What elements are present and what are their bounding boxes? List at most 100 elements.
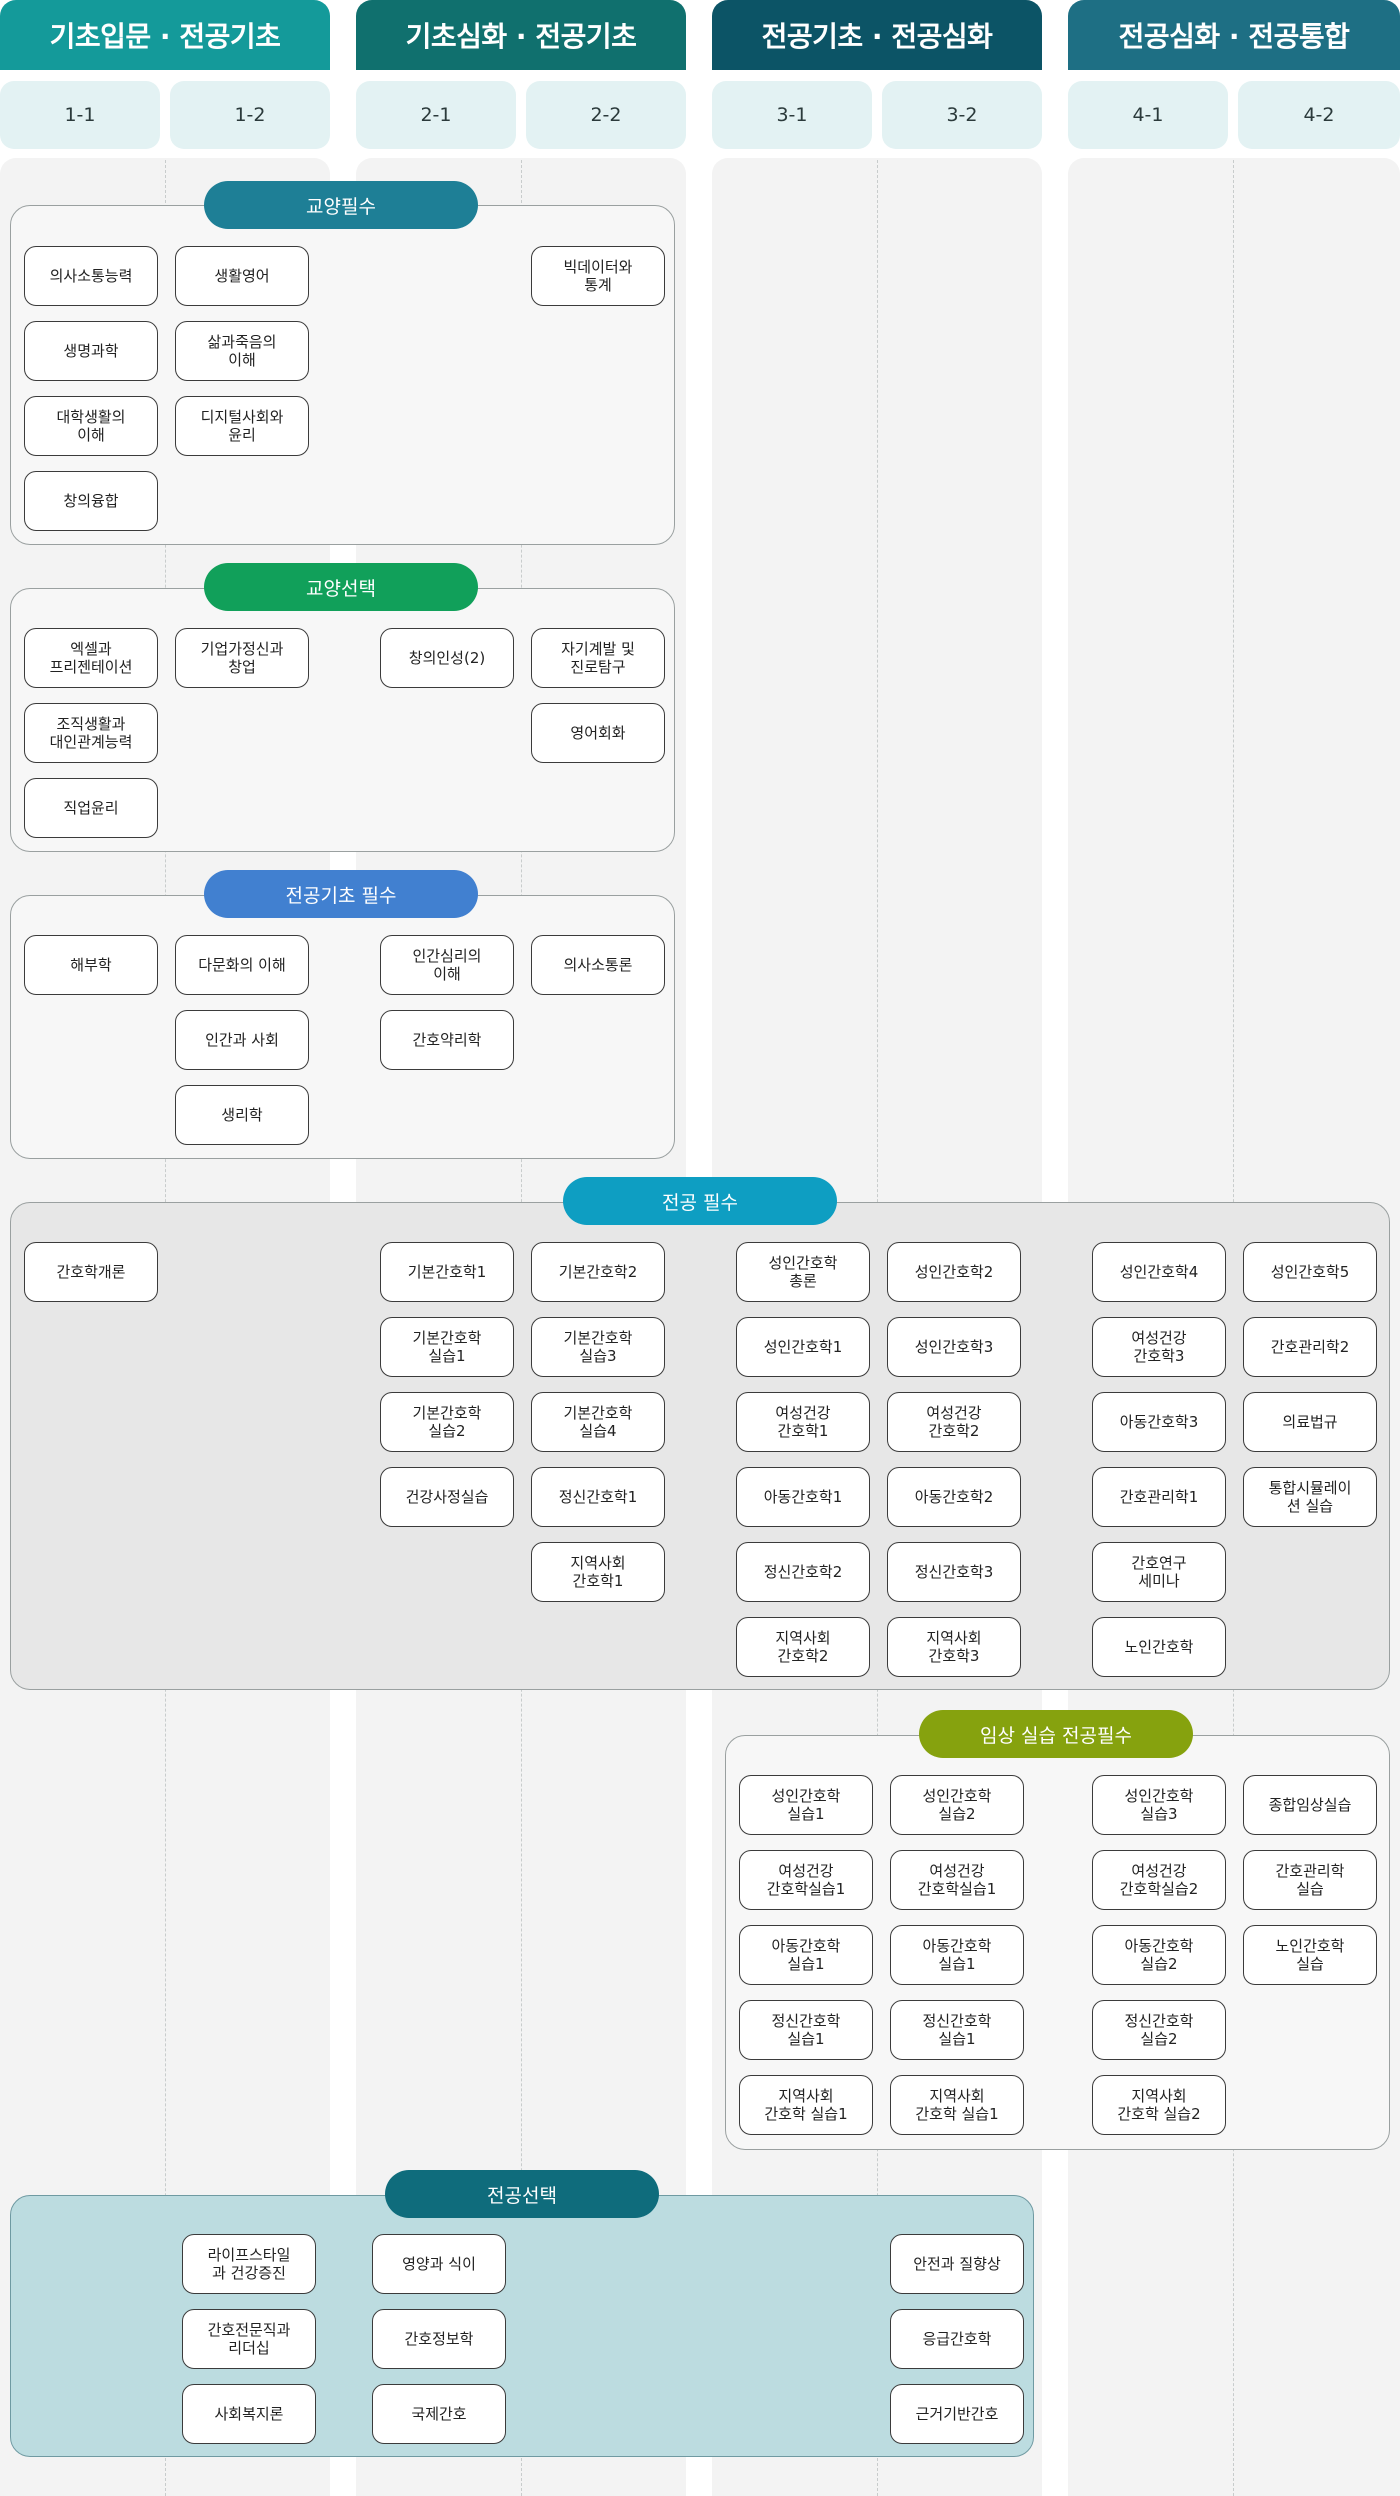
course-card[interactable]: 엑셀과 프리젠테이션 bbox=[24, 628, 158, 688]
course-card[interactable]: 해부학 bbox=[24, 935, 158, 995]
course-card[interactable]: 아동간호학 실습1 bbox=[890, 1925, 1024, 1985]
course-card[interactable]: 기본간호학2 bbox=[531, 1242, 665, 1302]
course-card[interactable]: 삶과죽음의 이해 bbox=[175, 321, 309, 381]
course-card[interactable]: 성인간호학4 bbox=[1092, 1242, 1226, 1302]
course-card[interactable]: 자기계발 및 진로탐구 bbox=[531, 628, 665, 688]
course-card[interactable]: 성인간호학3 bbox=[887, 1317, 1021, 1377]
course-card[interactable]: 영양과 식이 bbox=[372, 2234, 506, 2294]
course-card[interactable]: 기본간호학 실습4 bbox=[531, 1392, 665, 1452]
course-card[interactable]: 영어회화 bbox=[531, 703, 665, 763]
course-card[interactable]: 간호관리학 실습 bbox=[1243, 1850, 1377, 1910]
course-card[interactable]: 아동간호학 실습1 bbox=[739, 1925, 873, 1985]
group-title-liberal-elective: 교양선택 bbox=[204, 563, 478, 611]
course-card[interactable]: 기본간호학 실습3 bbox=[531, 1317, 665, 1377]
group-title-major-basic-required: 전공기초 필수 bbox=[204, 870, 478, 918]
semester-4-2: 4-2 bbox=[1238, 81, 1400, 149]
year-header-4: 전공심화 · 전공통합 bbox=[1068, 0, 1400, 70]
course-card[interactable]: 성인간호학5 bbox=[1243, 1242, 1377, 1302]
course-card[interactable]: 여성건강 간호학2 bbox=[887, 1392, 1021, 1452]
year-header-3: 전공기초 · 전공심화 bbox=[712, 0, 1042, 70]
course-card[interactable]: 성인간호학 총론 bbox=[736, 1242, 870, 1302]
course-card[interactable]: 기업가정신과 창업 bbox=[175, 628, 309, 688]
course-card[interactable]: 여성건강 간호학실습1 bbox=[890, 1850, 1024, 1910]
course-card[interactable]: 응급간호학 bbox=[890, 2309, 1024, 2369]
semester-2-2: 2-2 bbox=[526, 81, 686, 149]
course-card[interactable]: 직업윤리 bbox=[24, 778, 158, 838]
course-card[interactable]: 정신간호학1 bbox=[531, 1467, 665, 1527]
group-title-clinical-required: 임상 실습 전공필수 bbox=[919, 1710, 1193, 1758]
course-card[interactable]: 정신간호학 실습1 bbox=[739, 2000, 873, 2060]
course-card[interactable]: 의사소통론 bbox=[531, 935, 665, 995]
group-major-elective bbox=[10, 2195, 1034, 2457]
course-card[interactable]: 의사소통능력 bbox=[24, 246, 158, 306]
course-card[interactable]: 지역사회 간호학1 bbox=[531, 1542, 665, 1602]
course-card[interactable]: 성인간호학1 bbox=[736, 1317, 870, 1377]
course-card[interactable]: 간호연구 세미나 bbox=[1092, 1542, 1226, 1602]
year-header-1: 기초입문 · 전공기초 bbox=[0, 0, 330, 70]
course-card[interactable]: 성인간호학 실습2 bbox=[890, 1775, 1024, 1835]
group-title-liberal-required: 교양필수 bbox=[204, 181, 478, 229]
group-title-major-required: 전공 필수 bbox=[563, 1177, 837, 1225]
course-card[interactable]: 간호정보학 bbox=[372, 2309, 506, 2369]
course-card[interactable]: 지역사회 간호학3 bbox=[887, 1617, 1021, 1677]
course-card[interactable]: 간호학개론 bbox=[24, 1242, 158, 1302]
course-card[interactable]: 정신간호학 실습2 bbox=[1092, 2000, 1226, 2060]
course-card[interactable]: 의료법규 bbox=[1243, 1392, 1377, 1452]
course-card[interactable]: 노인간호학 실습 bbox=[1243, 1925, 1377, 1985]
course-card[interactable]: 조직생활과 대인관계능력 bbox=[24, 703, 158, 763]
course-card[interactable]: 기본간호학 실습1 bbox=[380, 1317, 514, 1377]
semester-3-2: 3-2 bbox=[882, 81, 1042, 149]
course-card[interactable]: 디지털사회와 윤리 bbox=[175, 396, 309, 456]
course-card[interactable]: 정신간호학 실습1 bbox=[890, 2000, 1024, 2060]
course-card[interactable]: 아동간호학2 bbox=[887, 1467, 1021, 1527]
course-card[interactable]: 다문화의 이해 bbox=[175, 935, 309, 995]
course-card[interactable]: 빅데이터와 통계 bbox=[531, 246, 665, 306]
course-card[interactable]: 생명과학 bbox=[24, 321, 158, 381]
course-card[interactable]: 기본간호학 실습2 bbox=[380, 1392, 514, 1452]
course-card[interactable]: 성인간호학2 bbox=[887, 1242, 1021, 1302]
course-card[interactable]: 간호관리학2 bbox=[1243, 1317, 1377, 1377]
course-card[interactable]: 창의융합 bbox=[24, 471, 158, 531]
course-card[interactable]: 성인간호학 실습1 bbox=[739, 1775, 873, 1835]
semester-1-2: 1-2 bbox=[170, 81, 330, 149]
course-card[interactable]: 간호약리학 bbox=[380, 1010, 514, 1070]
year-header-2: 기초심화 · 전공기초 bbox=[356, 0, 686, 70]
course-card[interactable]: 아동간호학 실습2 bbox=[1092, 1925, 1226, 1985]
course-card[interactable]: 지역사회 간호학 실습2 bbox=[1092, 2075, 1226, 2135]
course-card[interactable]: 지역사회 간호학 실습1 bbox=[890, 2075, 1024, 2135]
course-card[interactable]: 지역사회 간호학2 bbox=[736, 1617, 870, 1677]
semester-1-1: 1-1 bbox=[0, 81, 160, 149]
course-card[interactable]: 여성건강 간호학1 bbox=[736, 1392, 870, 1452]
course-card[interactable]: 생활영어 bbox=[175, 246, 309, 306]
course-card[interactable]: 국제간호 bbox=[372, 2384, 506, 2444]
course-card[interactable]: 간호관리학1 bbox=[1092, 1467, 1226, 1527]
course-card[interactable]: 정신간호학2 bbox=[736, 1542, 870, 1602]
course-card[interactable]: 사회복지론 bbox=[182, 2384, 316, 2444]
course-card[interactable]: 아동간호학3 bbox=[1092, 1392, 1226, 1452]
course-card[interactable]: 정신간호학3 bbox=[887, 1542, 1021, 1602]
course-card[interactable]: 노인간호학 bbox=[1092, 1617, 1226, 1677]
course-card[interactable]: 여성건강 간호학3 bbox=[1092, 1317, 1226, 1377]
course-card[interactable]: 지역사회 간호학 실습1 bbox=[739, 2075, 873, 2135]
course-card[interactable]: 성인간호학 실습3 bbox=[1092, 1775, 1226, 1835]
course-card[interactable]: 안전과 질향상 bbox=[890, 2234, 1024, 2294]
course-card[interactable]: 건강사정실습 bbox=[380, 1467, 514, 1527]
course-card[interactable]: 라이프스타일 과 건강증진 bbox=[182, 2234, 316, 2294]
course-card[interactable]: 통합시뮬레이 션 실습 bbox=[1243, 1467, 1377, 1527]
course-card[interactable]: 인간심리의 이해 bbox=[380, 935, 514, 995]
course-card[interactable]: 생리학 bbox=[175, 1085, 309, 1145]
group-title-major-elective: 전공선택 bbox=[385, 2170, 659, 2218]
course-card[interactable]: 간호전문직과 리더십 bbox=[182, 2309, 316, 2369]
course-card[interactable]: 여성건강 간호학실습1 bbox=[739, 1850, 873, 1910]
course-card[interactable]: 인간과 사회 bbox=[175, 1010, 309, 1070]
course-card[interactable]: 아동간호학1 bbox=[736, 1467, 870, 1527]
course-card[interactable]: 대학생활의 이해 bbox=[24, 396, 158, 456]
course-card[interactable]: 여성건강 간호학실습2 bbox=[1092, 1850, 1226, 1910]
semester-2-1: 2-1 bbox=[356, 81, 516, 149]
semester-3-1: 3-1 bbox=[712, 81, 872, 149]
course-card[interactable]: 창의인성(2) bbox=[380, 628, 514, 688]
course-card[interactable]: 종합임상실습 bbox=[1243, 1775, 1377, 1835]
course-card[interactable]: 기본간호학1 bbox=[380, 1242, 514, 1302]
semester-4-1: 4-1 bbox=[1068, 81, 1228, 149]
course-card[interactable]: 근거기반간호 bbox=[890, 2384, 1024, 2444]
